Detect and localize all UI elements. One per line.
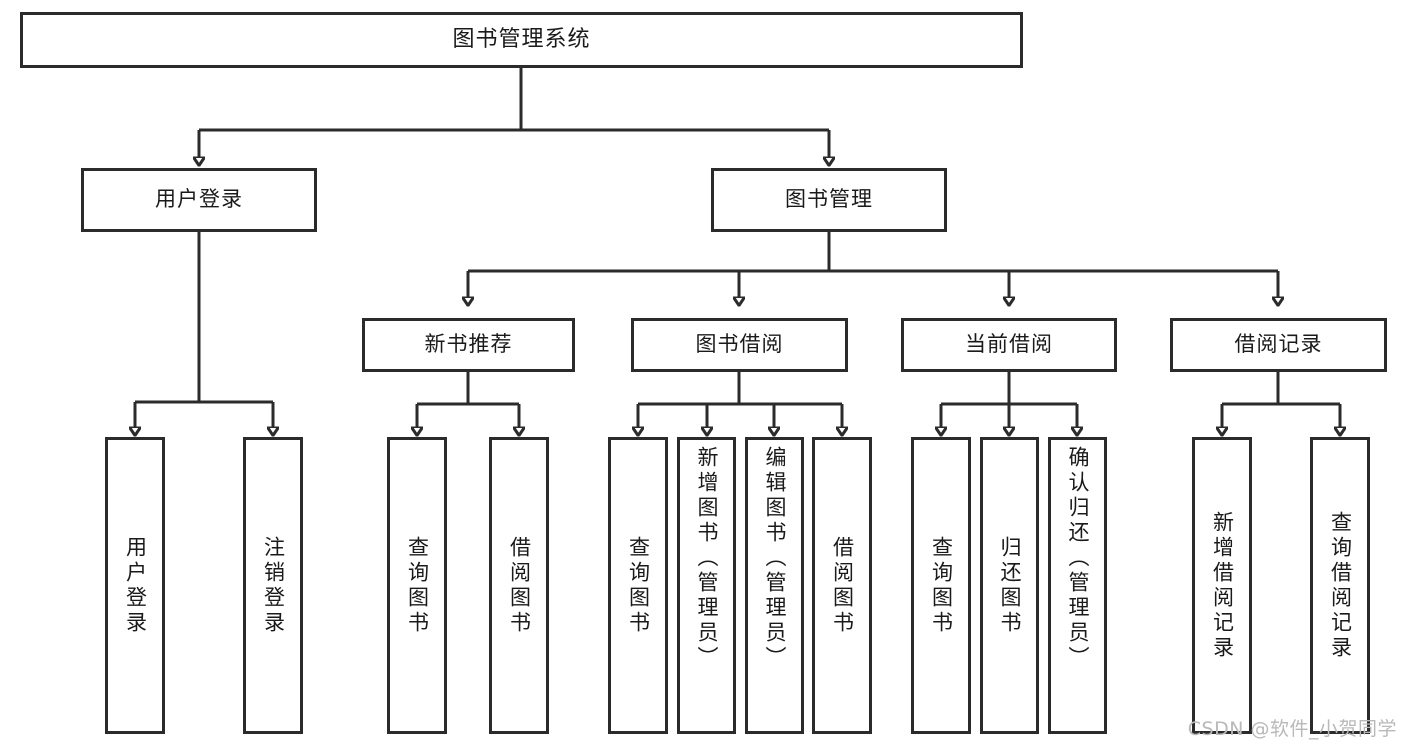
node-label: 查询图书	[405, 535, 430, 636]
node-label: 确认归还（管理员）	[1066, 446, 1090, 671]
leaf-current-borrow-confirm-return-admin[interactable]: 确认归还（管理员）	[1048, 437, 1107, 734]
node-label: 图书管理	[785, 187, 873, 212]
node-label: 用户登录	[155, 187, 243, 212]
node-label: 当前借阅	[965, 332, 1053, 357]
node-label: 图书借阅	[695, 332, 784, 357]
node-current-borrow[interactable]: 当前借阅	[901, 318, 1117, 372]
leaf-user-login-login[interactable]: 用户登录	[105, 437, 165, 734]
leaf-book-borrow-borrow-book[interactable]: 借阅图书	[812, 437, 872, 734]
leaf-current-borrow-query-book[interactable]: 查询图书	[911, 437, 971, 734]
node-label: 查询借阅记录	[1328, 510, 1353, 661]
leaf-book-borrow-query-book[interactable]: 查询图书	[608, 437, 668, 734]
node-label: 编辑图书（管理员）	[763, 446, 787, 671]
node-label: 新增图书（管理员）	[695, 446, 719, 671]
node-user-login[interactable]: 用户登录	[81, 168, 317, 232]
leaf-borrow-record-query-record[interactable]: 查询借阅记录	[1310, 437, 1370, 734]
csdn-watermark: CSDN @软件_小贺同学	[1187, 718, 1397, 740]
node-label: 借阅图书	[507, 535, 532, 636]
node-root-book-management-system[interactable]: 图书管理系统	[20, 12, 1023, 68]
node-book-management[interactable]: 图书管理	[711, 168, 947, 232]
node-label: 图书管理系统	[452, 26, 591, 52]
node-label: 借阅图书	[830, 535, 855, 636]
node-new-book-recommend[interactable]: 新书推荐	[362, 318, 575, 372]
node-label: 注销登录	[261, 535, 286, 636]
leaf-current-borrow-return-book[interactable]: 归还图书	[980, 437, 1039, 734]
leaf-new-book-borrow-book[interactable]: 借阅图书	[489, 437, 549, 734]
leaf-user-login-logout[interactable]: 注销登录	[243, 437, 303, 734]
node-label: 用户登录	[123, 535, 148, 636]
leaf-book-borrow-edit-book-admin[interactable]: 编辑图书（管理员）	[745, 437, 804, 734]
node-label: 查询图书	[626, 535, 651, 636]
node-label: 归还图书	[998, 535, 1022, 636]
leaf-new-book-query-book[interactable]: 查询图书	[387, 437, 447, 734]
node-label: 查询图书	[929, 535, 954, 636]
node-label: 新增借阅记录	[1210, 510, 1235, 661]
leaf-borrow-record-add-record[interactable]: 新增借阅记录	[1192, 437, 1252, 734]
node-label: 新书推荐	[424, 332, 513, 357]
leaf-book-borrow-add-book-admin[interactable]: 新增图书（管理员）	[677, 437, 736, 734]
node-label: 借阅记录	[1234, 332, 1323, 357]
node-book-borrow[interactable]: 图书借阅	[631, 318, 848, 372]
node-borrow-record[interactable]: 借阅记录	[1170, 318, 1387, 372]
